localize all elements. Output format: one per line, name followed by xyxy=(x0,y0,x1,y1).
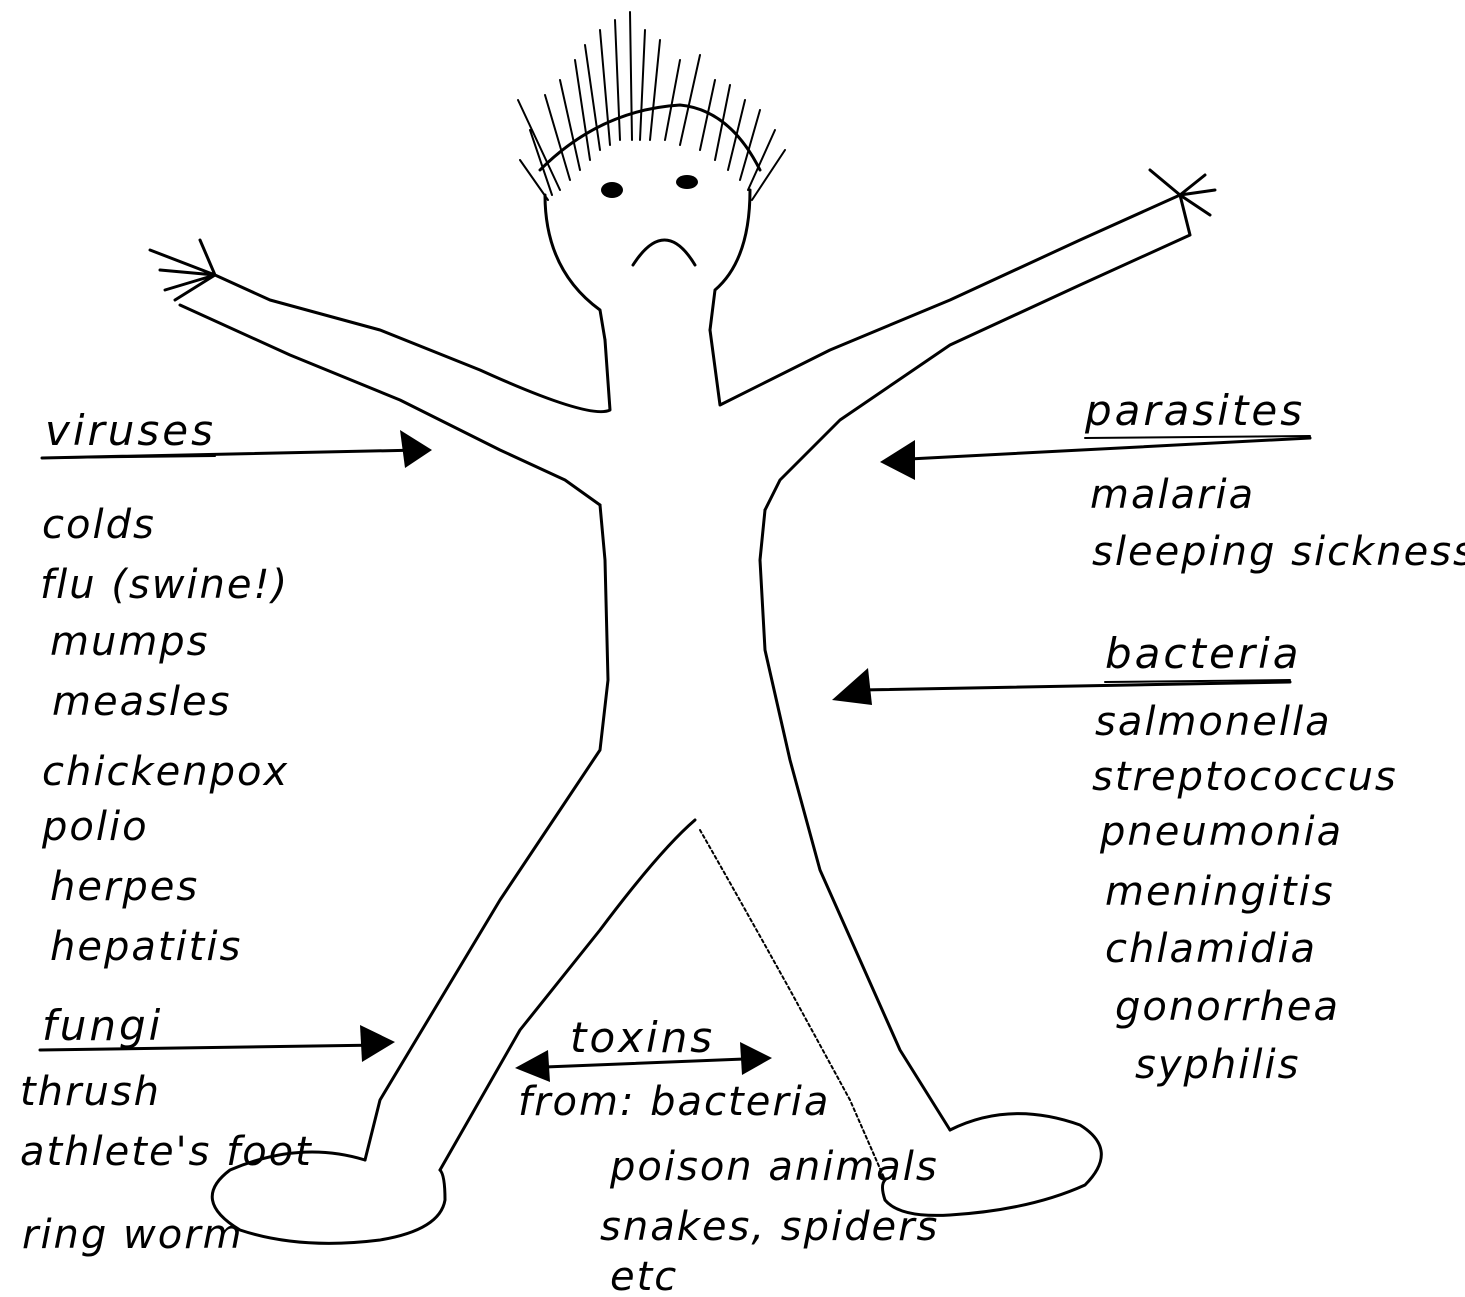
list-item: meningitis xyxy=(1105,869,1335,915)
bacteria-list: salmonella streptococcus pneumonia menin… xyxy=(1092,699,1398,1088)
frown-mouth xyxy=(633,240,695,265)
viruses-heading: viruses xyxy=(45,406,216,455)
list-item: poison animals xyxy=(609,1144,939,1190)
head-outline-right xyxy=(710,190,750,330)
toxins-heading: toxins xyxy=(570,1013,715,1062)
list-item: pneumonia xyxy=(1099,809,1343,855)
list-item: thrush xyxy=(20,1069,161,1115)
list-item: flu (swine!) xyxy=(40,562,289,608)
list-item: athlete's foot xyxy=(20,1129,313,1175)
list-item: snakes, spiders xyxy=(600,1204,939,1250)
list-item: ring worm xyxy=(22,1212,244,1258)
list-item: hepatitis xyxy=(50,924,242,970)
list-item: measles xyxy=(52,679,232,725)
torso-right xyxy=(760,510,950,1130)
parasites-list: malaria sleeping sickness xyxy=(1090,472,1465,575)
list-item: malaria xyxy=(1090,472,1255,518)
left-arm-outline xyxy=(150,240,610,505)
right-arm-outline xyxy=(710,170,1215,510)
right-eye-icon xyxy=(676,175,698,189)
toxins-list: from: bacteria poison animals snakes, sp… xyxy=(518,1079,939,1297)
list-item: etc xyxy=(610,1254,678,1297)
list-item: polio xyxy=(41,804,149,850)
parasites-heading: parasites xyxy=(1084,386,1305,435)
head-outline xyxy=(545,195,605,340)
left-eye-icon xyxy=(601,182,623,198)
bacteria-heading: bacteria xyxy=(1105,629,1301,678)
list-item: sleeping sickness xyxy=(1092,529,1465,575)
list-item: mumps xyxy=(50,619,210,665)
list-item: herpes xyxy=(50,864,199,910)
hair-icon xyxy=(518,12,785,200)
list-item: streptococcus xyxy=(1092,754,1398,800)
list-item: chickenpox xyxy=(42,749,289,795)
list-item: from: bacteria xyxy=(518,1079,830,1125)
viruses-list: colds flu (swine!) mumps measles chicken… xyxy=(40,502,289,970)
list-item: salmonella xyxy=(1095,699,1332,745)
list-item: gonorrhea xyxy=(1115,984,1340,1030)
inner-leg-right xyxy=(700,830,885,1180)
list-item: chlamidia xyxy=(1105,926,1317,972)
list-item: syphilis xyxy=(1135,1042,1300,1088)
fungi-heading: fungi xyxy=(42,1001,163,1050)
list-item: colds xyxy=(42,502,156,548)
fungi-list: thrush athlete's foot ring worm xyxy=(20,1069,313,1258)
